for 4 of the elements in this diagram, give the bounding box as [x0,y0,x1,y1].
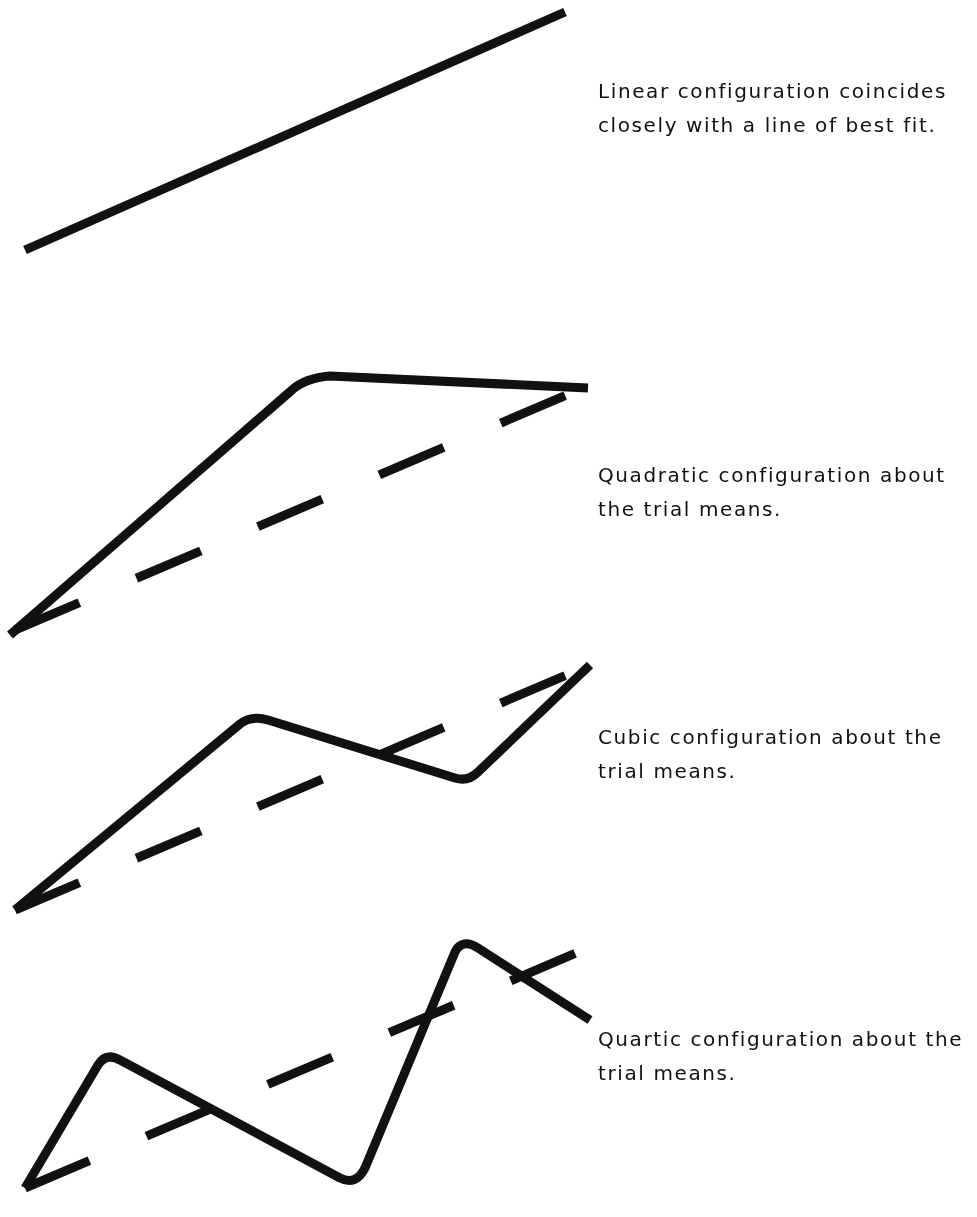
caption: Cubic configuration about the trial means. [598,724,944,785]
caption: Quadratic configuration about the trial means. [598,462,947,523]
caption: Quartic configuration about the trial means. [598,1026,965,1087]
caption: Linear configuration coincides closely with a line of best fit. [598,78,948,139]
